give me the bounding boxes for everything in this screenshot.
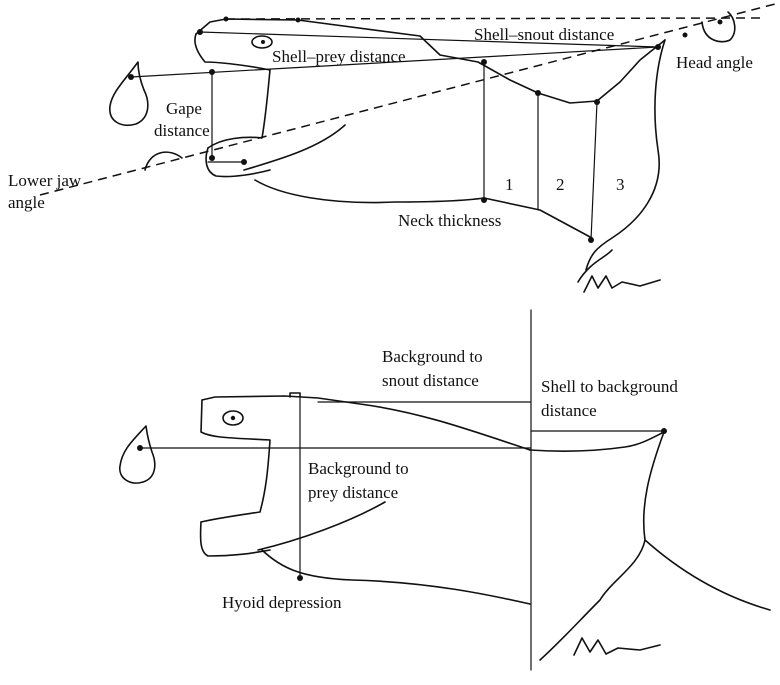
- bottom-turtle-outline: [201, 393, 770, 660]
- top-panel: Shell–snout distance Shell–prey distance…: [8, 4, 775, 292]
- label-shell-bg-1: Shell to background: [541, 377, 678, 396]
- label-lower-jaw-2: angle: [8, 193, 45, 212]
- label-neck-2: 2: [556, 175, 565, 194]
- label-gape-2: distance: [154, 121, 210, 140]
- label-head-angle: Head angle: [676, 53, 753, 72]
- top-prey-icon: [110, 62, 148, 125]
- label-shell-snout: Shell–snout distance: [474, 25, 614, 44]
- label-hyoid: Hyoid depression: [222, 593, 342, 612]
- label-lower-jaw-1: Lower jaw: [8, 171, 82, 190]
- bottom-panel: Background to snout distance Shell to ba…: [120, 310, 770, 670]
- label-neck-thickness: Neck thickness: [398, 211, 501, 230]
- neck-line-3: [591, 102, 597, 240]
- label-gape-1: Gape: [166, 99, 202, 118]
- label-neck-1: 1: [505, 175, 514, 194]
- label-bg-snout-2: snout distance: [382, 371, 479, 390]
- label-bg-snout-1: Background to: [382, 347, 483, 366]
- label-bg-prey-2: prey distance: [308, 483, 398, 502]
- label-shell-bg-2: distance: [541, 401, 597, 420]
- label-neck-3: 3: [616, 175, 625, 194]
- label-shell-prey: Shell–prey distance: [272, 47, 406, 66]
- bottom-prey-icon: [120, 426, 155, 483]
- label-bg-prey-1: Background to: [308, 459, 409, 478]
- head-angle-dash-line: [226, 18, 760, 19]
- lower-jaw-arc: [145, 152, 182, 170]
- lower-jaw-dash-line: [40, 4, 775, 195]
